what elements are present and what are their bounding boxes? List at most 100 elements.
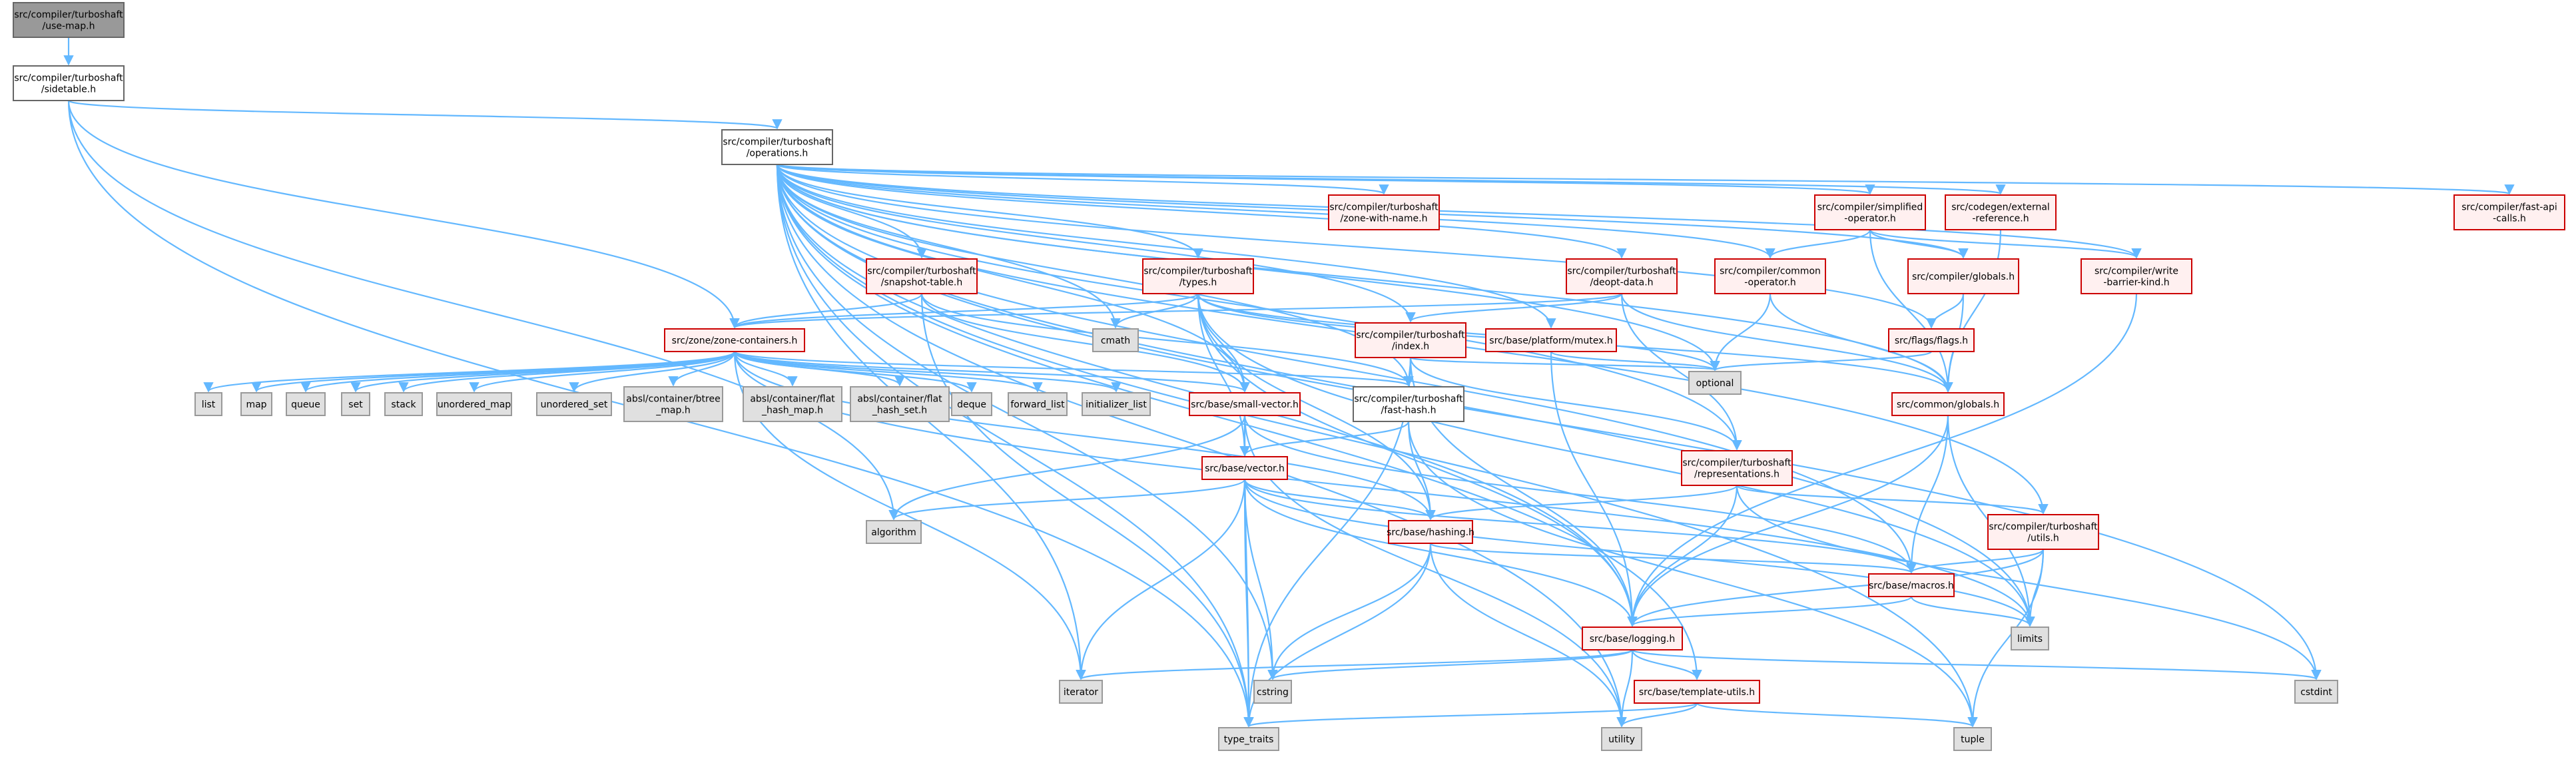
node-limits[interactable]: limits: [2011, 627, 2049, 650]
node-vector[interactable]: src/base/vector.h: [1201, 456, 1288, 480]
node-forward-list[interactable]: forward_list: [1008, 392, 1068, 416]
node-map[interactable]: map: [240, 392, 272, 416]
node-template-utils[interactable]: src/base/template-utils.h: [1634, 680, 1760, 704]
node-queue[interactable]: queue: [286, 392, 326, 416]
node-zone-containers[interactable]: src/zone/zone-containers.h: [664, 328, 805, 352]
dependency-edge-representations-to-cstdint: [1736, 485, 2322, 680]
node-types[interactable]: src/compiler/turboshaft/types.h: [1142, 258, 1254, 294]
dependency-edge-representations-to-ts_utils: [1736, 484, 2049, 515]
node-utility[interactable]: utility: [1601, 727, 1642, 751]
node-operations[interactable]: src/compiler/turboshaft/operations.h: [721, 129, 833, 165]
dependency-edge-vector-to-logging: [1243, 479, 1638, 627]
node-box: [1253, 680, 1292, 704]
node-deopt-data[interactable]: src/compiler/turboshaft/deopt-data.h: [1566, 258, 1678, 294]
dependency-edge-vector-to-limits: [1243, 479, 2035, 627]
node-simplified-operator[interactable]: src/compiler/simplified-operator.h: [1814, 194, 1926, 230]
node-box: [1891, 392, 2005, 416]
dependency-edge-index-to-optional: [1409, 356, 1720, 372]
dependency-edge-ts_utils-to-limits: [2025, 549, 2045, 627]
dependency-edge-types-to-vector: [1197, 293, 1250, 457]
node-flat-hash-map[interactable]: absl/container/flat_hash_map.h: [743, 386, 842, 422]
node-label: src/compiler/turboshaft: [1354, 394, 1463, 405]
node-macros[interactable]: src/base/macros.h: [1868, 573, 1955, 597]
node-zone-with-name[interactable]: src/compiler/turboshaft/zone-with-name.h: [1328, 194, 1440, 230]
dependency-edge-hashing-to-macros: [1429, 542, 1917, 574]
node-initializer-list[interactable]: initializer_list: [1082, 392, 1151, 416]
node-mutex[interactable]: src/base/platform/mutex.h: [1485, 328, 1617, 352]
dependency-edge-operations-to-index: [776, 164, 1416, 323]
dependency-edge-simplified_operator-to-write_barrier_kind: [1869, 228, 2142, 259]
node-label: absl/container/flat: [750, 394, 835, 405]
dependency-edge-index-to-representations: [1409, 357, 1742, 451]
node-box: [1907, 258, 2019, 294]
node-label: _hash_set.h: [872, 405, 927, 416]
node-iterator[interactable]: iterator: [1059, 680, 1103, 704]
dependency-edge-operations-to-cstring: [776, 164, 1278, 680]
node-common-globals[interactable]: src/common/globals.h: [1891, 392, 2005, 416]
node-box: [1582, 627, 1683, 650]
node-hashing[interactable]: src/base/hashing.h: [1387, 520, 1474, 544]
node-representations[interactable]: src/compiler/turboshaft/representations.…: [1681, 450, 1793, 486]
dependency-edge-operations-to-common_operator: [776, 164, 1775, 259]
node-index[interactable]: src/compiler/turboshaft/index.h: [1355, 322, 1466, 358]
node-list[interactable]: list: [194, 392, 222, 416]
node-cstring[interactable]: cstring: [1253, 680, 1292, 704]
dependency-edge-vector-to-hashing: [1243, 479, 1436, 521]
node-unordered-map[interactable]: unordered_map: [436, 392, 512, 416]
dependency-edge-zone_containers-to-stack: [398, 351, 736, 393]
node-box: [536, 392, 612, 416]
node-stack[interactable]: stack: [384, 392, 423, 416]
node-tuple[interactable]: tuple: [1953, 727, 1992, 751]
node-snapshot-table[interactable]: src/compiler/turboshaft/snapshot-table.h: [866, 258, 978, 294]
node-box: [1566, 258, 1678, 294]
node-label: src/compiler/turboshaft: [1329, 202, 1439, 213]
dependency-edge-operations-to-utility: [776, 164, 1627, 728]
node-label: _map.h: [655, 405, 690, 416]
node-algorithm[interactable]: algorithm: [866, 520, 922, 544]
node-btree-map[interactable]: absl/container/btree_map.h: [623, 386, 723, 422]
dependency-edge-ts_utils-to-tuple: [1967, 549, 2045, 728]
node-label: absl/container/btree: [626, 394, 720, 405]
node-label: unordered_map: [438, 399, 511, 410]
node-flags[interactable]: src/flags/flags.h: [1888, 328, 1975, 352]
node-cstdint[interactable]: cstdint: [2294, 680, 2338, 704]
node-box: [1601, 727, 1642, 751]
node-write-barrier-kind[interactable]: src/compiler/write-barrier-kind.h: [2081, 258, 2192, 294]
node-fast-hash[interactable]: src/compiler/turboshaft/fast-hash.h: [1353, 386, 1464, 422]
node-compiler-globals[interactable]: src/compiler/globals.h: [1907, 258, 2019, 294]
node-box: [1814, 194, 1926, 230]
dependency-edge-fast_hash-to-hashing: [1407, 421, 1436, 521]
dependency-edge-zone_containers-to-unordered_set: [569, 351, 736, 393]
node-small-vector[interactable]: src/base/small-vector.h: [1189, 392, 1301, 416]
node-label: /types.h: [1179, 278, 1217, 288]
node-set[interactable]: set: [341, 392, 370, 416]
node-box: [866, 258, 978, 294]
dependency-edge-logging-to-cstdint: [1631, 648, 2322, 680]
node-flat-hash-set[interactable]: absl/container/flat_hash_set.h: [850, 386, 950, 422]
dependency-edge-deopt_data-to-common_globals: [1620, 293, 1953, 393]
node-sidetable[interactable]: src/compiler/turboshaft/sidetable.h: [13, 65, 125, 101]
node-box: [850, 386, 950, 422]
dependency-edge-operations-to-mutex: [776, 164, 1556, 329]
node-label: /fast-hash.h: [1381, 405, 1436, 416]
node-logging[interactable]: src/base/logging.h: [1582, 627, 1683, 650]
dependency-edge-deopt_data-to-representations: [1620, 293, 1742, 451]
node-ts-utils[interactable]: src/compiler/turboshaft/utils.h: [1987, 514, 2099, 550]
node-label: -operator.h: [1844, 214, 1896, 224]
dependency-edge-small_vector-to-macros: [1243, 415, 1917, 574]
node-optional[interactable]: optional: [1688, 371, 1742, 395]
node-box: [2011, 627, 2049, 650]
node-cmath[interactable]: cmath: [1092, 328, 1139, 352]
node-box: [1059, 680, 1103, 704]
node-type-traits[interactable]: type_traits: [1218, 727, 1279, 751]
node-deque[interactable]: deque: [951, 392, 992, 416]
node-common-operator[interactable]: src/compiler/common-operator.h: [1714, 258, 1826, 294]
node-label: unordered_set: [541, 399, 608, 410]
dependency-edge-simplified_operator-to-common_operator: [1765, 229, 1871, 259]
node-external-reference[interactable]: src/codegen/external-reference.h: [1945, 194, 2057, 230]
node-label: src/codegen/external: [1951, 202, 2050, 213]
node-fast-api-calls[interactable]: src/compiler/fast-api-calls.h: [2453, 194, 2565, 230]
node-use-map[interactable]: src/compiler/turboshaft/use-map.h: [13, 2, 125, 38]
node-unordered-set[interactable]: unordered_set: [536, 392, 612, 416]
